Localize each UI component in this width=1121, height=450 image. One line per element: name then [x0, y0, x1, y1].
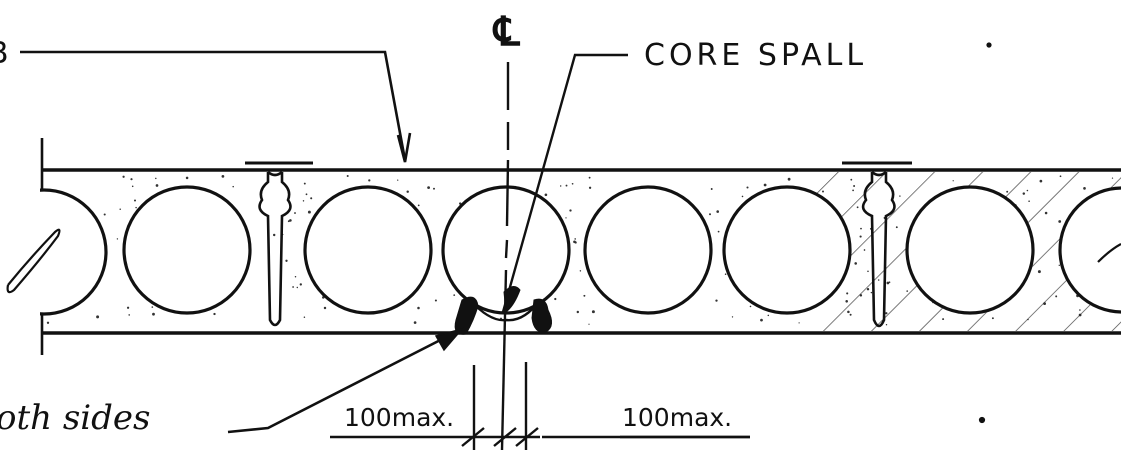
spall-left — [454, 296, 479, 335]
both-sides-arrowhead — [434, 327, 465, 352]
left-leader-line — [20, 50, 407, 161]
core-3 — [303, 185, 433, 315]
both-sides-leader — [227, 328, 461, 434]
left-leader-arrowhead — [396, 132, 412, 163]
left-cut-label: B — [0, 36, 13, 71]
core-7 — [905, 185, 1035, 315]
dimension-right-label: 100max. — [622, 403, 733, 432]
hollow-cores — [0, 185, 1121, 316]
spall-right — [531, 298, 552, 333]
core-5 — [583, 185, 713, 315]
dimension-lines — [330, 362, 750, 450]
core-6 — [722, 185, 852, 315]
core-2 — [122, 185, 252, 315]
core-spall-label: CORE SPALL — [644, 38, 868, 73]
scan-marks — [6, 42, 1121, 424]
centerline-symbol: ℄ — [494, 8, 520, 55]
keyway-joint-left — [245, 161, 313, 327]
dimension-left-label: 100max. — [344, 403, 455, 432]
keyway-joint-right — [842, 161, 912, 328]
core-8 — [1058, 186, 1121, 314]
core-spall-leader — [501, 53, 628, 313]
both-sides-label: oth sides — [0, 398, 151, 438]
